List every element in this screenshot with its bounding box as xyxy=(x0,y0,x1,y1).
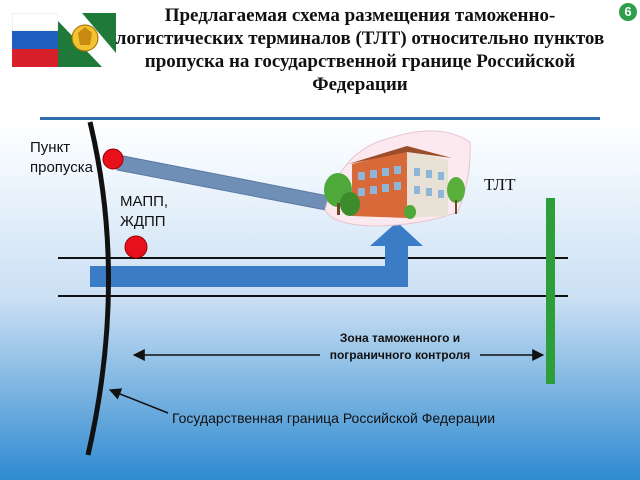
page-number-badge: 6 xyxy=(619,3,637,21)
checkpoint-types-line2: ЖДПП xyxy=(120,213,166,230)
terminal-building-icon xyxy=(324,130,471,227)
checkpoint-label-line2: пропуска xyxy=(30,159,93,176)
control-zone-label: Зона таможенного и пограничного контроля xyxy=(329,331,471,362)
checkpoint-marker xyxy=(124,235,148,259)
border-label: Государственная граница Российской Федер… xyxy=(172,410,496,426)
checkpoint-types-label: МАПП, ЖДПП xyxy=(120,192,168,232)
checkpoint-types-line1: МАПП, xyxy=(120,193,169,210)
border-pointer-arrow xyxy=(108,388,169,414)
title-divider xyxy=(40,117,600,120)
slide-title: Предлагаемая схема размещения таможенно-… xyxy=(115,5,605,95)
checkpoint-label: Пункт пропуска xyxy=(30,138,93,178)
state-border-line xyxy=(85,121,111,456)
control-line xyxy=(546,198,555,384)
route-arrow-to-terminal xyxy=(90,222,423,287)
checkpoint-label-line1: Пункт xyxy=(30,139,71,156)
terminal-label: ТЛТ xyxy=(484,175,516,194)
checkpoint-marker xyxy=(102,148,124,170)
customs-emblem-and-russian-flag-icon xyxy=(11,12,116,67)
